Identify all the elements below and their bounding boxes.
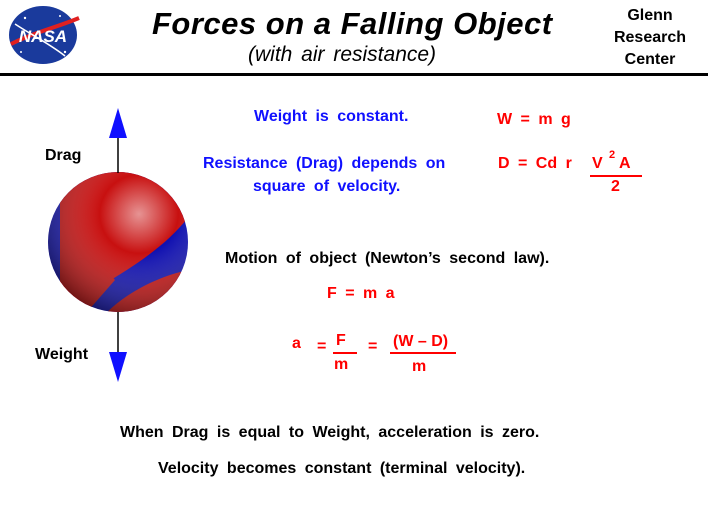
accel-f-numerator: F	[336, 332, 346, 349]
weight-arrow-head	[109, 352, 127, 382]
drag-equation-lhs: D = Cd r	[498, 155, 572, 172]
center-line-3: Center	[624, 51, 676, 68]
accel-fraction-bar-2	[390, 352, 456, 354]
drag-statement-line2: square of velocity.	[253, 178, 401, 195]
accel-fraction-bar-1	[333, 352, 357, 354]
drag-equation-a: A	[619, 155, 631, 172]
drag-statement-line1: Resistance (Drag) depends on	[203, 155, 446, 172]
accel-lhs: a	[292, 335, 301, 352]
nasa-logo: NASA	[5, 4, 81, 66]
weight-equation: W = m g	[497, 111, 571, 128]
motion-statement: Motion of object (Newton’s second law).	[225, 250, 550, 267]
drag-equation-exponent: 2	[609, 149, 616, 161]
conclusion-line2: Velocity becomes constant (terminal velo…	[158, 460, 526, 477]
accel-m-denominator-2: m	[412, 358, 427, 375]
center-line-1: Glenn	[627, 7, 673, 24]
accel-wd-numerator: (W – D)	[393, 333, 449, 350]
accel-equals-2: =	[368, 338, 378, 355]
accel-m-denominator-1: m	[334, 356, 349, 373]
newton-equation: F = m a	[327, 285, 395, 302]
ball	[48, 172, 188, 312]
nasa-logo-text: NASA	[19, 27, 67, 46]
conclusion-line1: When Drag is equal to Weight, accelerati…	[120, 424, 540, 441]
center-line-2: Research	[613, 29, 687, 46]
accel-equals-1: =	[317, 338, 327, 355]
drag-equation-v: V	[592, 155, 603, 172]
drag-equation-denominator: 2	[611, 178, 620, 195]
page-subtitle: (with air resistance)	[248, 43, 437, 66]
header-divider	[0, 73, 708, 76]
weight-label: Weight	[35, 346, 89, 363]
weight-constant-text: Weight is constant.	[254, 108, 409, 125]
falling-object-diagram	[40, 105, 200, 390]
page-title: Forces on a Falling Object	[152, 6, 553, 41]
drag-fraction-bar	[590, 175, 642, 177]
drag-label: Drag	[45, 147, 82, 164]
drag-arrow-head	[109, 108, 127, 138]
center-name: Glenn Research Center	[610, 5, 690, 71]
